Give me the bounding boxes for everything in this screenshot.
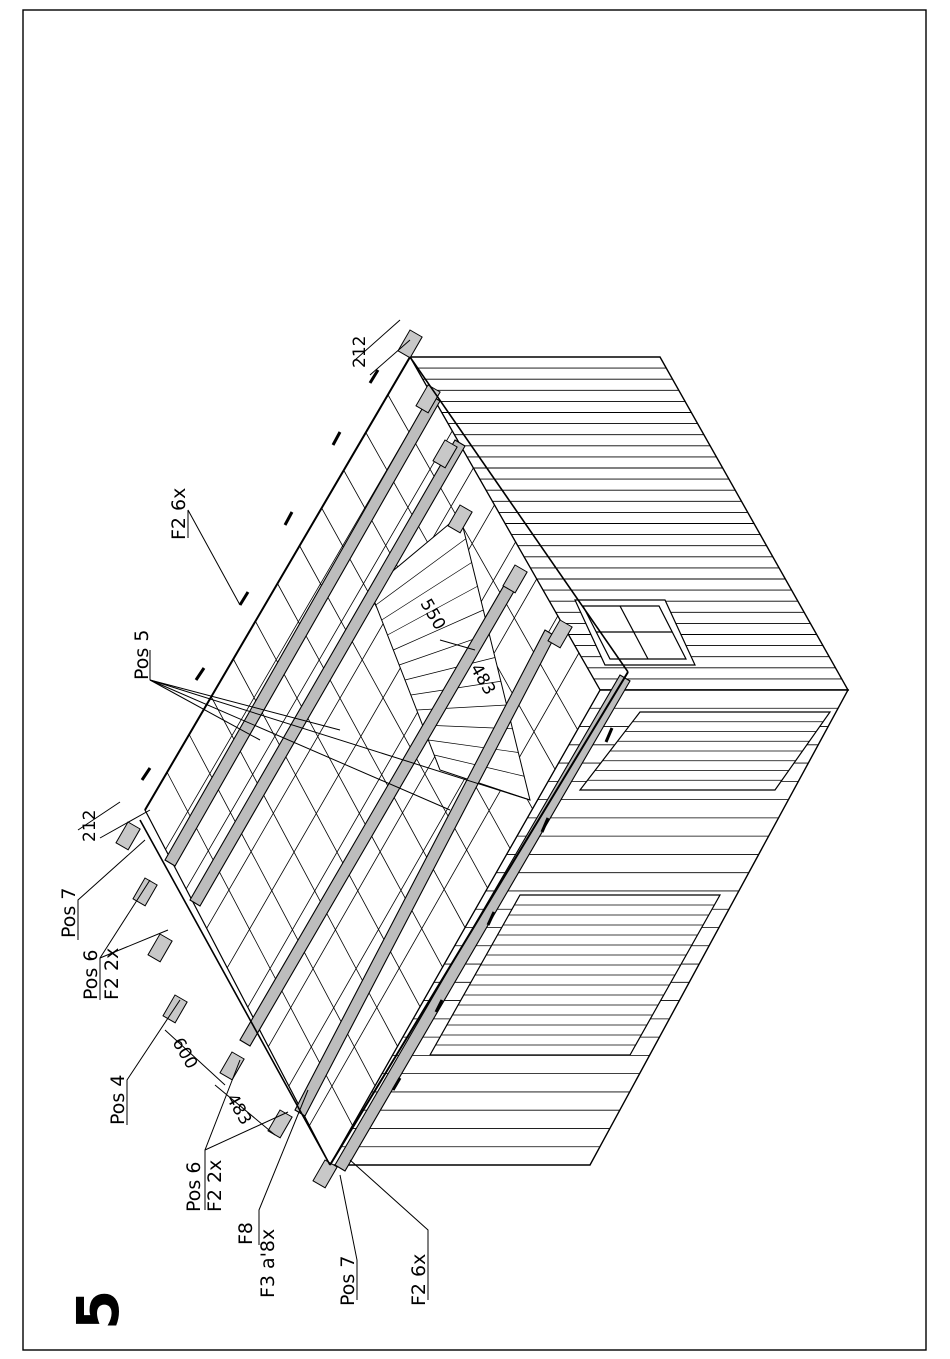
label-f2-6x-right: F2 6x (168, 488, 190, 540)
dim-212-right: 212 (350, 336, 370, 368)
screw-mark (285, 512, 292, 525)
label-f2-2x-top: F2 2x (101, 948, 123, 1000)
house-structure (116, 330, 848, 1188)
dim-600: 600 (168, 1035, 202, 1073)
label-f2-2x-bottom: F2 2x (204, 1160, 226, 1212)
label-f3-8x: F3 a'8x (257, 1229, 279, 1298)
label-f2-6x-bottom: F2 6x (408, 1254, 430, 1306)
screw-mark (333, 432, 340, 445)
dim-212-top: 212 (80, 810, 100, 842)
screw-mark (196, 668, 204, 680)
label-f8: F8 (235, 1222, 257, 1245)
beam-end-block (116, 822, 140, 850)
label-pos7-top: Pos 7 (58, 888, 80, 938)
beam-end-block (268, 1110, 292, 1138)
label-pos5: Pos 5 (131, 630, 153, 680)
beam-end-block (398, 330, 422, 358)
label-pos6-bottom: Pos 6 (183, 1162, 205, 1212)
beam-end-block (220, 1052, 244, 1080)
beam-end-block (148, 934, 172, 962)
screw-mark (142, 768, 150, 780)
step-number: 5 (64, 1290, 132, 1330)
beam-end-block (163, 995, 187, 1023)
screw-mark (240, 592, 248, 605)
label-pos4: Pos 4 (107, 1075, 129, 1125)
label-pos7-bottom: Pos 7 (337, 1256, 359, 1306)
dim-483-left: 483 (222, 1091, 256, 1129)
label-pos6-top: Pos 6 (80, 950, 102, 1000)
